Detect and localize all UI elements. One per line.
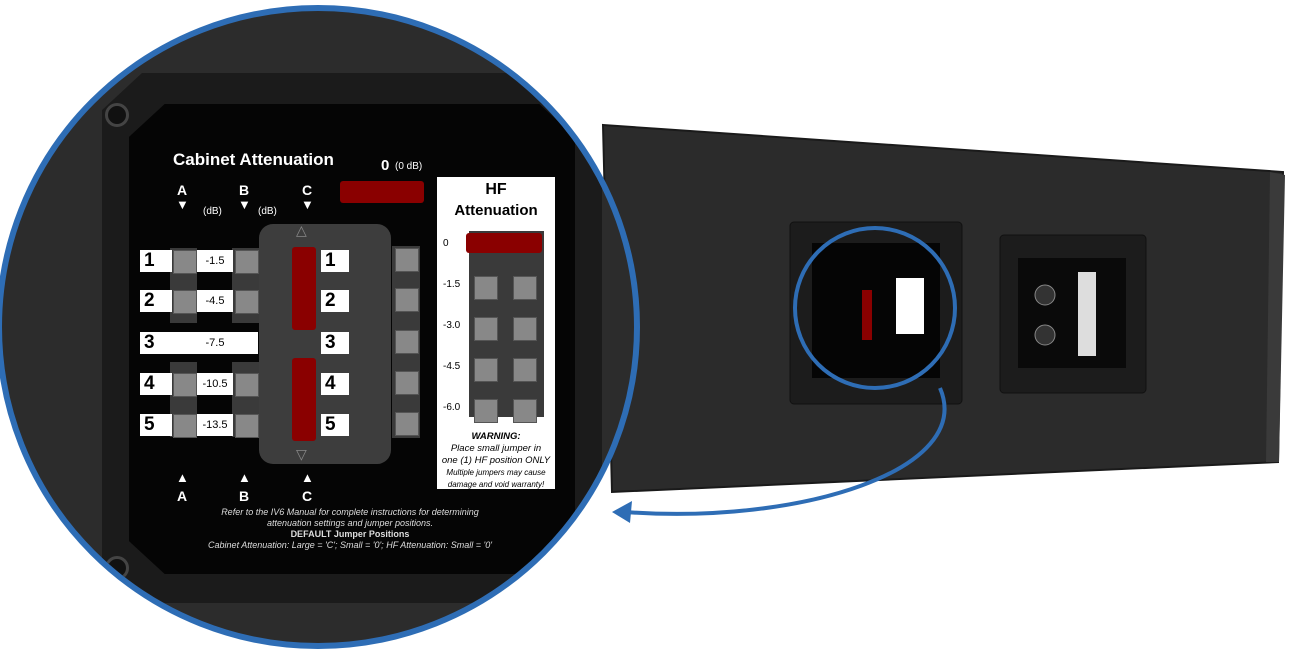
jumper-pin: [513, 317, 537, 341]
jumper-pin: [173, 373, 197, 397]
jumper-pin: [474, 276, 498, 300]
hf-jumper[interactable]: [466, 233, 542, 253]
footer-line-3: DEFAULT Jumper Positions: [290, 529, 410, 539]
jumper-pin: [173, 290, 197, 314]
hf-level-label: 0: [443, 238, 449, 249]
warning-line-4: damage and void warranty!: [447, 480, 545, 489]
warning-line-2: one (1) HF position ONLY: [441, 455, 551, 466]
hf-attenuation-box: HF Attenuation 0 -1.5 -3.0 -4.5 -6.0 WARNING…: [437, 177, 555, 489]
jumper-pin: [173, 250, 197, 274]
row-number-c: 5: [321, 414, 349, 436]
hf-level-label: -4.5: [443, 361, 461, 372]
hf-level-label: -6.0: [443, 402, 461, 413]
row-number-c: 4: [321, 373, 349, 395]
jumper-pin: [235, 414, 259, 438]
arrow-up-icon: ▲: [176, 470, 189, 485]
row-number: 2: [140, 290, 172, 312]
jumper-pin: [235, 290, 259, 314]
arrow-down-icon: ▽: [296, 446, 307, 462]
hf-title-1: HF: [485, 181, 507, 198]
jumper-pin: [474, 358, 498, 382]
row-db: -4.5: [197, 290, 233, 312]
warning-title: WARNING:: [471, 431, 521, 442]
jumper-pin: [513, 358, 537, 382]
cabinet-jumper-lower[interactable]: [292, 358, 316, 441]
jumper-pin: [474, 399, 498, 423]
jumper-pin: [173, 414, 197, 438]
jumper-pin: [395, 248, 419, 272]
column-b-label: B: [239, 182, 250, 198]
screw-icon: [585, 103, 609, 127]
column-c-label-bottom: C: [302, 488, 313, 504]
footer-line-2: attenuation settings and jumper position…: [266, 518, 434, 528]
jumper-pin: [474, 317, 498, 341]
db-unit-a: (dB): [203, 206, 222, 217]
row-number-c: 3: [321, 332, 349, 354]
jumper-pin: [395, 330, 419, 354]
hf-title-2: Attenuation: [454, 202, 538, 219]
jumper-pin: [235, 373, 259, 397]
zero-db: (0 dB): [395, 161, 423, 172]
row-number-c: 1: [321, 250, 349, 272]
row-db: -13.5: [197, 414, 233, 436]
jumper-pin: [395, 288, 419, 312]
row-number-c: 2: [321, 290, 349, 312]
cabinet-attenuation-title: Cabinet Attenuation: [173, 150, 334, 169]
hf-level-label: -1.5: [443, 279, 461, 290]
arrow-up-icon: △: [296, 222, 307, 238]
warning-line-1: Place small jumper in: [450, 443, 542, 454]
arrow-up-icon: ▲: [238, 470, 251, 485]
row-number: 3: [140, 332, 172, 354]
footer-line-4: Cabinet Attenuation: Large = 'C'; Small …: [208, 540, 492, 550]
column-a-label: A: [177, 182, 188, 198]
row-number: 5: [140, 414, 172, 436]
row-db: -10.5: [197, 373, 233, 395]
screw-icon: [105, 556, 129, 580]
jumper-pin: [513, 399, 537, 423]
arrow-down-icon: ▼: [176, 197, 189, 212]
column-c-label: C: [302, 182, 313, 198]
arrow-down-icon: ▼: [301, 197, 314, 212]
hf-level-label: -3.0: [443, 320, 461, 331]
arrow-up-icon: ▲: [301, 470, 314, 485]
panel-content: Cabinet Attenuation 0 (0 dB) A B C ▼ ▼ ▼…: [140, 150, 555, 550]
row-number: 4: [140, 373, 172, 395]
row-db: -1.5: [197, 250, 233, 272]
jumper-pin: [235, 250, 259, 274]
screw-icon: [105, 103, 129, 127]
db-unit-b: (dB): [258, 206, 277, 217]
cabinet-jumper-zero[interactable]: [340, 181, 424, 203]
warning-line-3: Multiple jumpers may cause: [446, 468, 546, 477]
footer-line-1: Refer to the IV6 Manual for complete ins…: [221, 507, 479, 517]
jumper-pin: [513, 276, 537, 300]
arrow-down-icon: ▼: [238, 197, 251, 212]
jumper-pin: [395, 371, 419, 395]
row-number: 1: [140, 250, 172, 272]
row-db: -7.5: [172, 332, 258, 354]
column-a-label-bottom: A: [177, 488, 188, 504]
jumper-pin: [395, 412, 419, 436]
column-b-label-bottom: B: [239, 488, 250, 504]
cabinet-jumper-upper[interactable]: [292, 247, 316, 330]
zero-label: 0: [381, 157, 390, 174]
